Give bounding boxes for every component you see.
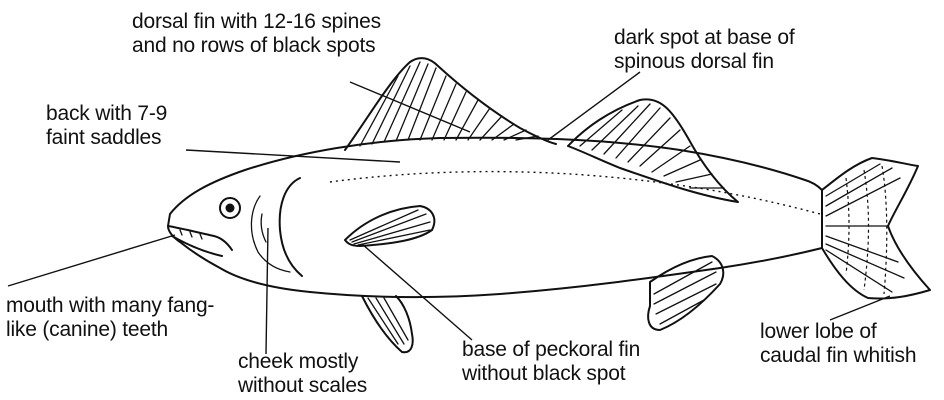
- label-mouth: mouth with many fang- like (canine) teet…: [6, 294, 214, 342]
- leader-cheek: [266, 228, 268, 354]
- pectoral-fin-rays: [350, 210, 430, 245]
- leader-back: [186, 150, 400, 162]
- label-caudal: lower lobe of caudal fin whitish: [760, 320, 916, 368]
- label-dark-spot: dark spot at base of spinous dorsal fin: [614, 26, 794, 74]
- anal-fin: [648, 256, 723, 330]
- soft-dorsal-fin: [568, 99, 738, 202]
- label-cheek: cheek mostly without scales: [238, 350, 367, 398]
- cheek-detail: [261, 214, 266, 242]
- leader-dorsal-fin: [350, 82, 470, 132]
- mouth-lower-jaw: [172, 236, 222, 256]
- caudal-fin: [822, 158, 930, 299]
- anal-fin-rays: [654, 262, 716, 324]
- leader-mouth: [8, 235, 175, 286]
- spinous-dorsal-fin: [345, 58, 556, 150]
- label-back: back with 7-9 faint saddles: [46, 102, 167, 150]
- label-pectoral: base of peckoral fin without black spot: [462, 338, 640, 386]
- eye-pupil: [226, 204, 235, 213]
- label-dorsal-fin: dorsal fin with 12-16 spines and no rows…: [132, 10, 381, 58]
- gill-cover: [280, 178, 302, 276]
- caudal-fin-bands: [846, 166, 887, 294]
- fish-drawing: [168, 58, 930, 352]
- leader-caudal: [830, 296, 890, 320]
- cheek-outline: [251, 196, 290, 272]
